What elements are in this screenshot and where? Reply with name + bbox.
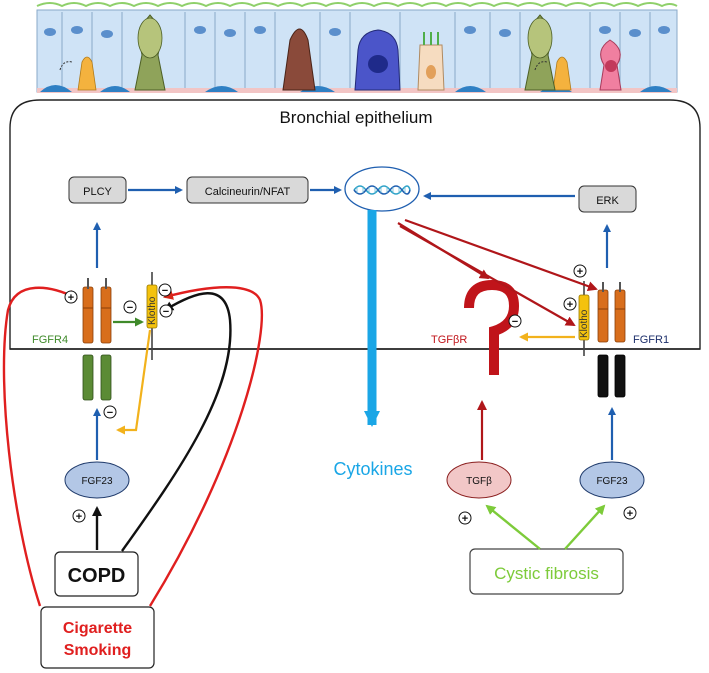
klotho-right-label: Klotho	[579, 309, 590, 338]
calcineurin-nfat-box: Calcineurin/NFAT	[186, 176, 309, 204]
tgfbr-receptor	[464, 279, 520, 375]
minus-sign-tgfbr: −	[512, 316, 518, 328]
plus-sign-fgf23-right-circle	[623, 506, 637, 520]
nucleus-dna	[344, 166, 420, 212]
plus-sign-fgfr1-circle	[573, 264, 587, 278]
fgf23-left-label: FGF23	[81, 476, 113, 487]
fgf23-left-node: FGF23	[64, 461, 130, 499]
erk-label: ERK	[596, 195, 619, 207]
minus-sign-klotho-bottom: −	[163, 306, 169, 318]
arrow-smoking-to-fgfr4	[2, 286, 78, 607]
plus-sign-tgfb: +	[462, 513, 468, 525]
minus-sign-klotho-bottom-circle	[159, 304, 173, 318]
minus-sign-fgfr4-klotho-circle	[123, 300, 137, 314]
plcy-label: PLCY	[83, 186, 112, 198]
regulation-signs: + − − − − + + + − + +	[64, 264, 637, 525]
cytokines-label: Cytokines	[333, 459, 412, 479]
tgfb-node: TGFβ	[446, 461, 512, 499]
plus-sign-fgfr4-circle	[64, 290, 78, 304]
fgfr1-label: FGFR1	[633, 334, 669, 346]
cigarette-label-line1: Cigarette	[63, 620, 132, 637]
fgf23-right-label: FGF23	[596, 476, 628, 487]
arrow-copd-to-klotho	[121, 292, 232, 552]
arrow-klotho-to-fgfr4	[116, 329, 152, 435]
plus-sign-klotho-right: +	[567, 299, 573, 311]
fgfr1-receptor	[597, 282, 626, 398]
copd-label: COPD	[68, 565, 126, 587]
minus-sign-klotho-top: −	[162, 285, 168, 297]
plus-sign-klotho-right-circle	[563, 297, 577, 311]
minus-sign-fgfr4-klotho: −	[127, 302, 133, 314]
klotho-left-label: Klotho	[147, 296, 158, 325]
bronchial-epithelium-box	[9, 99, 701, 350]
diagram-title: Bronchial epithelium	[279, 108, 432, 127]
arrow-smoking-to-klotho	[148, 286, 264, 607]
fgfr4-receptor	[82, 278, 112, 401]
calcineurin-nfat-label: Calcineurin/NFAT	[205, 186, 291, 198]
plus-sign-copd-fgf23: +	[76, 511, 82, 523]
klotho-left: Klotho	[146, 272, 158, 360]
minus-sign-fgfr4-feedback: −	[107, 407, 113, 419]
minus-sign-tgfbr-circle	[508, 314, 522, 328]
arrow-cf-to-tgfb	[485, 504, 541, 550]
erk-box: ERK	[578, 185, 637, 213]
plus-sign-fgfr1: +	[577, 266, 583, 278]
tgfb-label: TGFβ	[466, 476, 492, 487]
minus-sign-fgfr4-feedback-circle	[103, 405, 117, 419]
cystic-fibrosis-box: Cystic fibrosis	[469, 548, 624, 595]
plus-sign-copd-fgf23-circle	[72, 509, 86, 523]
fgf23-right-node: FGF23	[579, 461, 645, 499]
arrow-cf-to-fgf23	[564, 504, 606, 550]
plus-sign-tgfb-circle	[458, 511, 472, 525]
cystic-fibrosis-label: Cystic fibrosis	[494, 564, 599, 583]
minus-sign-klotho-top-circle	[158, 283, 172, 297]
plus-sign-fgfr4: +	[68, 292, 74, 304]
arrow-nucleus-to-klotho-right	[399, 225, 576, 326]
tgfbr-label: TGFβR	[431, 334, 467, 346]
plcy-box: PLCY	[68, 176, 127, 204]
arrow-nucleus-to-fgfr1	[404, 218, 598, 291]
cigarette-smoking-box: Cigarette Smoking	[40, 606, 155, 669]
epithelium-illustration	[36, 2, 678, 93]
plus-sign-fgf23-right: +	[627, 508, 633, 520]
klotho-right: Klotho	[578, 281, 590, 356]
fgfr4-label: FGFR4	[32, 334, 68, 346]
copd-box: COPD	[54, 551, 139, 597]
cigarette-label-line2: Smoking	[64, 642, 132, 659]
